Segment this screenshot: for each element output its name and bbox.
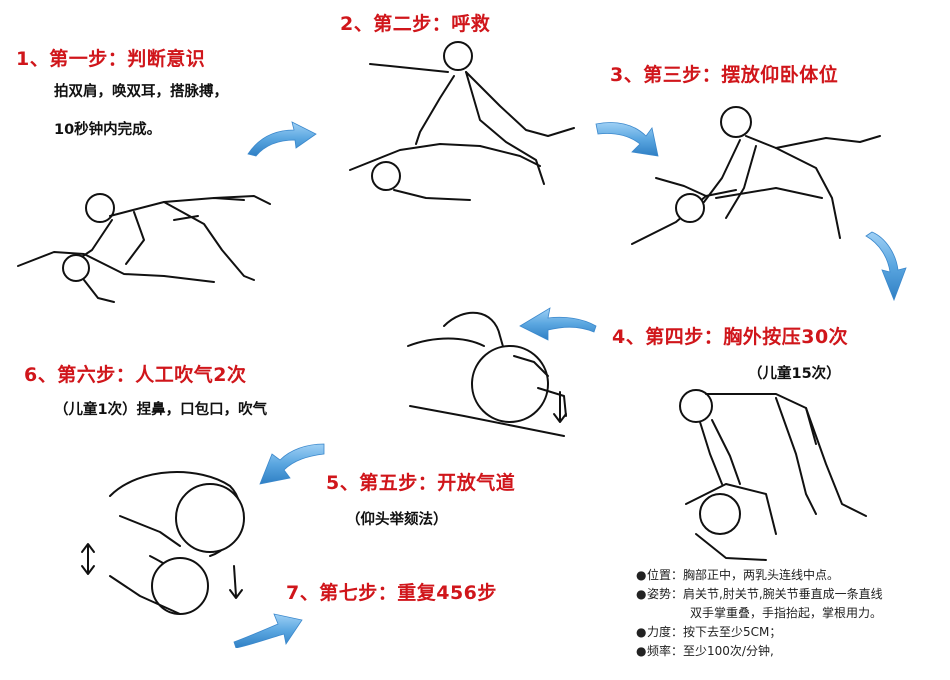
step-1-illustration bbox=[14, 180, 284, 310]
step-1-title: 1、第一步：判断意识 bbox=[16, 44, 205, 71]
step-title-text: 第三步：摆放仰卧体位 bbox=[643, 64, 839, 86]
step-number: 6、 bbox=[24, 364, 58, 386]
step-5-line-1: （仰头举颏法） bbox=[346, 512, 448, 528]
note-force: ● 力度： 按下去至少5CM； bbox=[636, 623, 883, 642]
step-number: 7、 bbox=[286, 582, 320, 604]
step-title-text: 第六步：人工吹气2次 bbox=[57, 364, 247, 386]
step-3-title: 3、第三步：摆放仰卧体位 bbox=[610, 60, 838, 87]
step-number: 4、 bbox=[612, 326, 646, 348]
step-6-title: 6、第六步：人工吹气2次 bbox=[24, 360, 246, 387]
bullet-icon: ● bbox=[636, 625, 647, 639]
arrow-icon bbox=[246, 118, 318, 158]
step-number: 3、 bbox=[610, 64, 644, 86]
note-position: ● 位置： 胸部正中，两乳头连线中点。 bbox=[636, 566, 883, 585]
note-label: 力度： bbox=[647, 625, 684, 639]
note-text: 至少100次/分钟, bbox=[683, 644, 774, 658]
step-1-line-2: 10秒钟内完成。 bbox=[54, 122, 162, 138]
step-3-illustration bbox=[626, 98, 886, 258]
bullet-icon: ● bbox=[636, 644, 647, 658]
cpr-notes: ● 位置： 胸部正中，两乳头连线中点。 ● 姿势： 肩关节,肘关节,腕关节垂直成… bbox=[636, 566, 883, 661]
note-posture: ● 姿势： 肩关节,肘关节,腕关节垂直成一条直线 bbox=[636, 585, 883, 604]
note-label: 位置： bbox=[647, 568, 684, 582]
note-rate: ● 频率： 至少100次/分钟, bbox=[636, 642, 883, 661]
step-5-title: 5、第五步：开放气道 bbox=[326, 468, 515, 495]
step-title-text: 第七步：重复456步 bbox=[319, 582, 497, 604]
note-text: 肩关节,肘关节,腕关节垂直成一条直线 bbox=[683, 587, 883, 601]
note-label: 频率： bbox=[647, 644, 684, 658]
bullet-icon: ● bbox=[636, 568, 647, 582]
step-title-text: 第二步：呼救 bbox=[373, 13, 491, 35]
arrow-icon bbox=[518, 306, 598, 344]
note-posture-continuation: 双手掌重叠，手指抬起，掌根用力。 bbox=[636, 604, 883, 623]
step-4-illustration bbox=[656, 384, 876, 564]
step-1-line-1: 拍双肩，唤双耳，搭脉搏， bbox=[54, 84, 228, 100]
step-title-text: 第五步：开放气道 bbox=[359, 472, 516, 494]
step-4-title: 4、第四步：胸外按压30次 bbox=[612, 322, 848, 349]
note-label: 姿势： bbox=[647, 587, 684, 601]
step-6-illustration bbox=[80, 456, 270, 616]
arrow-icon bbox=[232, 608, 304, 648]
step-5-illustration bbox=[404, 296, 574, 446]
step-title-text: 第四步：胸外按压30次 bbox=[645, 326, 849, 348]
arrow-icon bbox=[594, 116, 666, 160]
bullet-icon: ● bbox=[636, 587, 647, 601]
arrow-icon bbox=[862, 230, 912, 302]
step-2-illustration bbox=[330, 36, 580, 216]
note-text: 按下去至少5CM； bbox=[683, 625, 782, 639]
step-7-title: 7、第七步：重复456步 bbox=[286, 578, 497, 605]
note-text: 双手掌重叠，手指抬起，掌根用力。 bbox=[690, 606, 883, 620]
step-number: 2、 bbox=[340, 13, 374, 35]
step-6-line-1: （儿童1次）捏鼻，口包口，吹气 bbox=[54, 402, 268, 418]
note-text: 胸部正中，两乳头连线中点。 bbox=[683, 568, 840, 582]
step-4-line-1: （儿童15次） bbox=[748, 366, 841, 382]
step-title-text: 第一步：判断意识 bbox=[49, 48, 206, 70]
step-2-title: 2、第二步：呼救 bbox=[340, 9, 490, 36]
step-number: 1、 bbox=[16, 48, 50, 70]
arrow-icon bbox=[256, 440, 326, 488]
step-number: 5、 bbox=[326, 472, 360, 494]
